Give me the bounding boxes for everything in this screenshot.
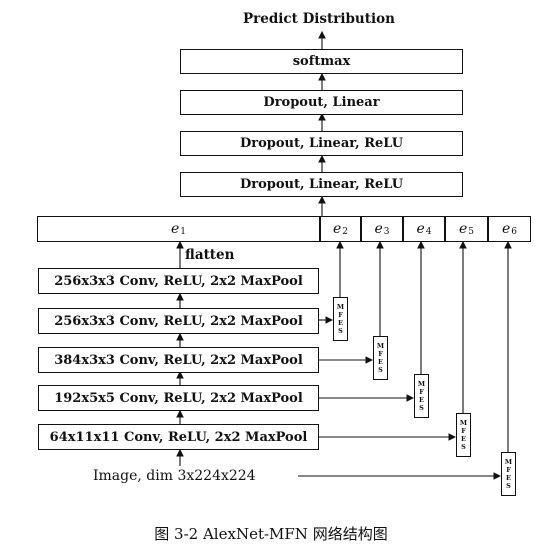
layer-dropout-linear: Dropout, Linear: [180, 90, 463, 115]
output-label: Predict Distribution: [243, 11, 395, 27]
flatten-label: flatten: [185, 247, 235, 263]
conv-layer-5: 64x11x11 Conv, ReLU, 2x2 MaxPool: [38, 424, 319, 450]
conv-layer-4: 192x5x5 Conv, ReLU, 2x2 MaxPool: [38, 385, 319, 411]
layer-dropout-linear-relu-upper: Dropout, Linear, ReLU: [180, 131, 463, 156]
conv-layer-1: 256x3x3 Conv, ReLU, 2x2 MaxPool: [38, 268, 319, 294]
figure-caption: 图 3-2 AlexNet-MFN 网络结构图: [154, 525, 388, 543]
input-label: Image, dim 3x224x224: [93, 468, 256, 484]
layer-dropout-linear-relu-lower: Dropout, Linear, ReLU: [180, 172, 463, 197]
conv-layer-2: 256x3x3 Conv, ReLU, 2x2 MaxPool: [38, 308, 319, 334]
layer-softmax: softmax: [180, 49, 463, 74]
conv-layer-3: 384x3x3 Conv, ReLU, 2x2 MaxPool: [38, 347, 319, 373]
